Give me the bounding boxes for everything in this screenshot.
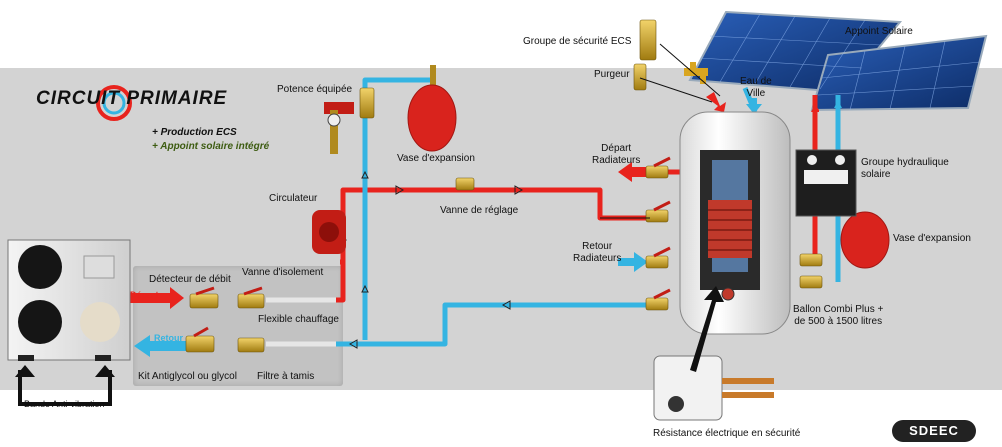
label-detecteur-debit: Détecteur de débit <box>149 274 231 285</box>
label-bande-anti-vibration: Bande Anti-vibration <box>24 399 105 409</box>
potence-assembly <box>324 102 354 154</box>
diagram-title: CIRCUIT PRIMAIRE <box>36 88 228 109</box>
subtitle-line-2: + Appoint solaire intégré <box>152 141 270 152</box>
solar-hydraulic-group <box>795 149 857 217</box>
label-groupe-hydraulique: Groupe hydraulique solaire <box>861 157 949 180</box>
subtitle-line-1: + Production ECS <box>152 127 237 138</box>
retour-flow-arrow <box>134 335 186 357</box>
label-appoint-solaire: Appoint Solaire <box>845 26 913 37</box>
expansion-vessel-top <box>407 65 457 152</box>
label-vanne-reglage: Vanne de réglage <box>440 205 519 216</box>
flow-label-depart: Départ <box>130 290 159 300</box>
resistance-pointer-arrow <box>690 286 724 372</box>
purgeur-arrow <box>706 92 726 112</box>
solar-up-arrow <box>834 100 842 108</box>
label-vanne-isolement: Vanne d'isolement <box>242 267 324 278</box>
accessory-panel <box>133 266 343 386</box>
label-depart-radiateurs: Départ Radiateurs <box>592 143 641 166</box>
sdeec-logo: SDEEC <box>892 420 976 442</box>
label-purgeur: Purgeur <box>594 69 630 80</box>
label-vase-expansion-2: Vase d'expansion <box>893 233 971 244</box>
expansion-vessel-solar <box>840 211 890 269</box>
anti-vibration-arrow-right <box>95 365 115 377</box>
label-filtre-tamis: Filtre à tamis <box>257 371 315 382</box>
circulator-pump <box>312 210 346 254</box>
valves <box>185 19 823 353</box>
label-flexible-chauffage: Flexible chauffage <box>258 314 339 325</box>
valve-handles <box>193 156 671 338</box>
label-potence: Potence équipée <box>277 84 353 95</box>
flow-label-retour: Retour <box>154 333 183 343</box>
label-ballon: Ballon Combi Plus + de 500 à 1500 litres <box>793 304 884 327</box>
label-eau-de-ville: Eau de Ville <box>740 76 772 99</box>
leader-lines <box>600 43 721 219</box>
solar-down-arrow <box>811 104 819 112</box>
retour-radiateurs-arrow <box>618 252 648 272</box>
label-retour-radiateurs: Retour Radiateurs <box>573 241 622 264</box>
label-groupe-securite: Groupe de sécurité ECS <box>523 36 632 47</box>
title-swirl <box>96 85 132 121</box>
eau-ville-arrow <box>746 98 762 114</box>
heat-pump <box>7 239 131 361</box>
faucet <box>684 62 708 84</box>
solar-panels <box>688 10 988 112</box>
electric-resistance <box>653 355 774 421</box>
depart-radiateurs-arrow <box>618 162 648 182</box>
label-circulateur: Circulateur <box>269 193 318 204</box>
anti-vibration-arrow-left <box>15 365 35 377</box>
label-resistance: Résistance électrique en sécurité <box>653 428 801 439</box>
storage-tank <box>679 111 791 335</box>
depart-flow-arrow <box>130 287 184 309</box>
label-vase-expansion-1: Vase d'expansion <box>397 153 475 164</box>
label-kit-antiglycol: Kit Antiglycol ou glycol <box>138 371 237 382</box>
flexible-hoses <box>266 297 336 347</box>
